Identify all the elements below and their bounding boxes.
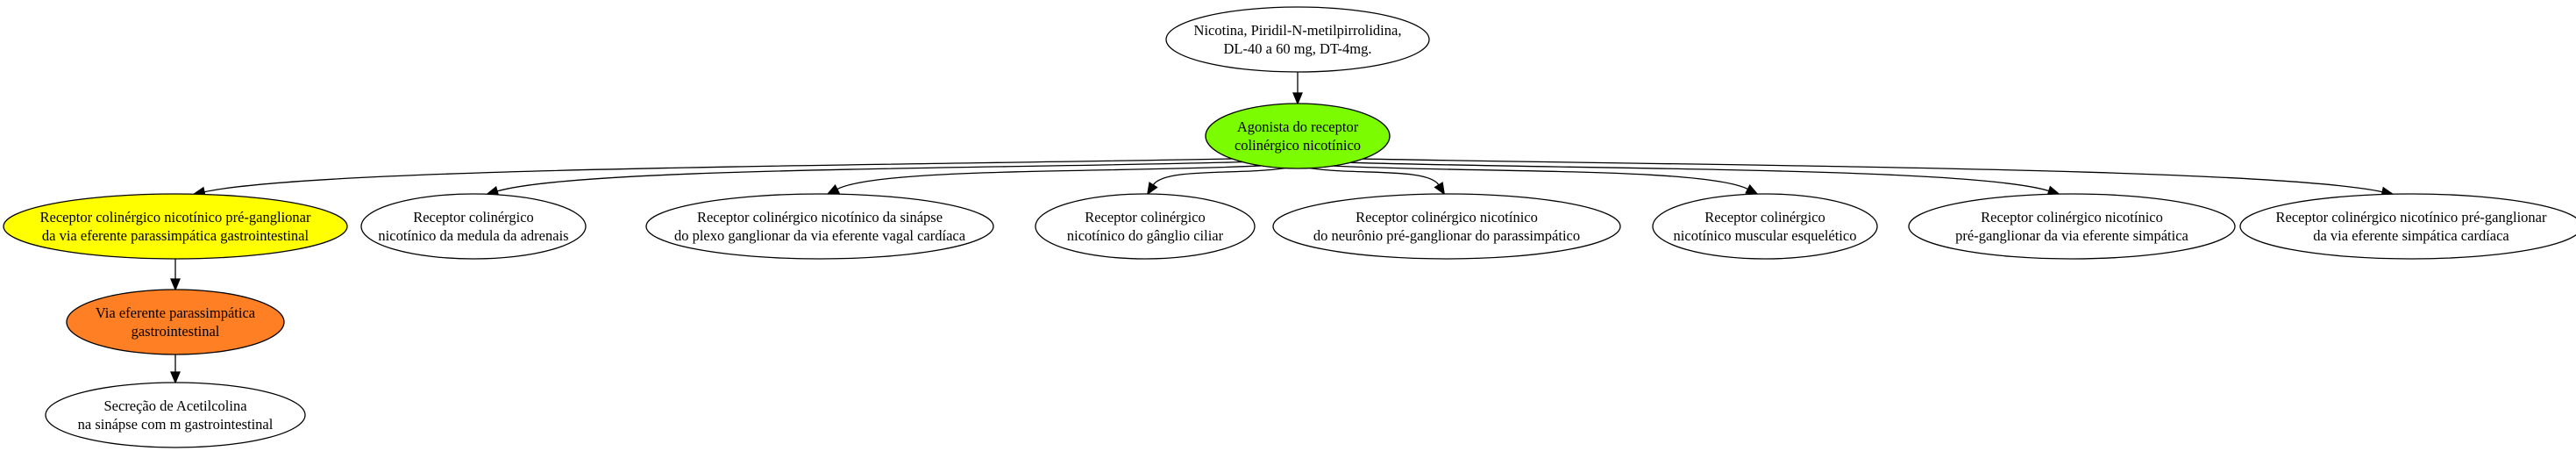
arrowhead [826, 183, 841, 195]
node-label-line: Receptor colinérgico nicotínico [1981, 209, 2163, 226]
node-label-line: Receptor colinérgico [1704, 209, 1825, 226]
edge-agonista-to-muscular-esqueletico [1333, 165, 1759, 195]
node-label-line: Receptor colinérgico nicotínico pré-gang… [2276, 209, 2547, 226]
edge-line [1333, 165, 1748, 190]
node-ellipse [1652, 193, 1878, 260]
arrowhead [1147, 182, 1158, 196]
edge-line [203, 158, 1233, 193]
arrowhead [1292, 92, 1303, 105]
node-label-line: nicotínico muscular esquelético [1674, 227, 1857, 244]
node-sinapse-plexo-vagal: Receptor colinérgico nicotínico da sináp… [645, 193, 994, 260]
node-ellipse [1272, 193, 1621, 260]
node-label-line: na sinápse com m gastrointestinal [78, 416, 274, 433]
edge-agonista-to-pre-gang-parassimpatica-gi [192, 158, 1233, 197]
edge-line [1350, 161, 2050, 192]
node-label-line: do neurônio pré-ganglionar do parassimpá… [1313, 227, 1580, 244]
edge-line [1309, 168, 1440, 186]
arrowhead [170, 371, 181, 384]
edge-line [1363, 158, 2383, 193]
node-ellipse [1165, 6, 1430, 73]
edge-agonista-to-sinapse-plexo-vagal [826, 165, 1262, 195]
node-label-line: Receptor colinérgico [413, 209, 534, 226]
node-simpatica-cardiaca: Receptor colinérgico nicotínico pré-gang… [2239, 193, 2576, 260]
edge-line [496, 161, 1243, 192]
edge-agonista-to-simpatica-cardiaca [1363, 158, 2395, 197]
edge-agonista-to-ganglio-ciliar [1147, 168, 1285, 196]
node-ellipse [1205, 103, 1391, 169]
node-label-line: Agonista do receptor [1237, 118, 1359, 135]
node-nicotina: Nicotina, Piridil-N-metilpirrolidina,DL-… [1165, 6, 1430, 73]
node-via-eferente-gi: Via eferente parassimpática gastrointesti… [66, 289, 285, 355]
node-ellipse [645, 193, 994, 260]
edge-agonista-to-neuronio-parassimpatico [1309, 168, 1446, 196]
node-ellipse [45, 382, 306, 448]
node-ellipse [360, 193, 587, 260]
node-ellipse [1908, 193, 2236, 260]
node-ellipse [3, 193, 348, 260]
node-label-line: Via eferente parassimpática [96, 304, 256, 321]
node-label-line: Receptor colinérgico [1085, 209, 1206, 226]
node-label-line: DL-40 a 60 mg, DT-4mg. [1224, 40, 1372, 57]
node-label-line: colinérgico nicotínico [1235, 137, 1361, 154]
node-label-line: da via eferente simpática cardíaca [2313, 227, 2509, 244]
nodes-layer: Nicotina, Piridil-N-metilpirrolidina,DL-… [3, 6, 2576, 448]
node-ellipse [66, 289, 285, 355]
edge-line [1152, 168, 1285, 186]
edge-line [836, 165, 1262, 190]
arrowhead [1434, 182, 1446, 196]
edge-nicotina-to-agonista [1292, 72, 1303, 105]
arrowhead [170, 278, 181, 291]
node-label-line: do plexo ganglionar da via eferente vaga… [674, 227, 966, 244]
node-label-line: pré-ganglionar da via eferente simpática [1955, 227, 2188, 244]
node-agonista: Agonista do receptor colinérgico nicotíni… [1205, 103, 1391, 169]
node-label-line: nicotínico da medula da adrenais [378, 227, 568, 244]
node-label-line: Receptor colinérgico nicotínico pré-gang… [40, 209, 311, 226]
arrowhead [1745, 183, 1759, 195]
node-pre-gang-parassimpatica-gi: Receptor colinérgico nicotínico pré-gang… [3, 193, 348, 260]
node-label-line: nicotínico do gânglio ciliar [1067, 227, 1224, 244]
node-pre-gang-simpatica: Receptor colinérgico nicotínicopré-gangl… [1908, 193, 2236, 260]
edge-agonista-to-medula-adrenais [485, 161, 1243, 197]
node-ellipse [1035, 193, 1256, 260]
node-label-line: Nicotina, Piridil-N-metilpirrolidina, [1194, 22, 1402, 39]
node-label-line: Receptor colinérgico nicotínico [1356, 209, 1538, 226]
node-ellipse [2239, 193, 2576, 260]
edge-via-eferente-gi-to-secrecao-acetilcolina [170, 354, 181, 384]
node-secrecao-acetilcolina: Secreção de Acetilcolina na sinápse com m… [45, 382, 306, 448]
node-label-line: Secreção de Acetilcolina [103, 397, 247, 414]
node-label-line: Receptor colinérgico nicotínico da sináp… [697, 209, 943, 226]
edge-pre-gang-parassimpatica-gi-to-via-eferente-gi [170, 259, 181, 291]
node-label-line: gastrointestinal [132, 323, 220, 340]
node-label-line: da via eferente parassimpática gastroint… [42, 227, 310, 244]
